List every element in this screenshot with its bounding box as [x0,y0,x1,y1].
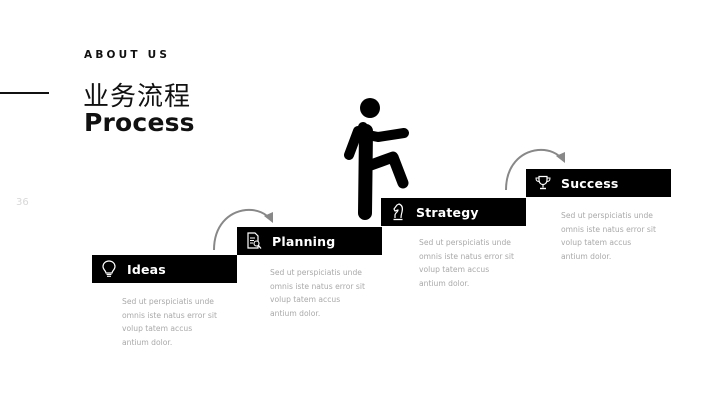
step-planning: Planning [237,227,382,255]
description-line: omnis iste natus error sit [270,281,365,291]
trophy-icon [535,174,551,192]
chess-knight-icon [390,203,406,221]
description-line: omnis iste natus error sit [419,251,514,261]
description-line: antium dolor. [419,278,470,288]
description-line: volup tatem accus [122,324,193,333]
step-success: Success [526,169,671,197]
description-line: antium dolor. [270,308,321,318]
section-eyebrow: ABOUT US [84,49,171,61]
lightbulb-icon [101,260,117,278]
decorative-rule [0,92,49,94]
page-title-chinese: 业务流程 [83,82,192,112]
description-line: Sed ut perspiciatis unde [561,211,653,220]
page-title-english: Process [84,108,195,137]
step-description: Sed ut perspiciatis unde omnis iste natu… [122,295,237,349]
description-line: antium dolor. [122,337,173,347]
description-line: Sed ut perspiciatis unde [122,297,214,306]
description-line: Sed ut perspiciatis unde [419,238,511,247]
step-description: Sed ut perspiciatis unde omnis iste natu… [270,266,385,320]
description-line: volup tatem accus [270,295,341,304]
curved-arrow-icon [213,208,273,251]
page-number: 36 [16,197,29,208]
person-climbing-icon [344,98,409,220]
step-label: Strategy [416,204,479,220]
curved-arrow-icon [505,148,565,191]
step-description: Sed ut perspiciatis unde omnis iste natu… [561,209,676,263]
description-line: omnis iste natus error sit [122,310,217,320]
step-strategy: Strategy [381,198,526,226]
step-ideas: Ideas [92,255,237,283]
step-label: Ideas [127,261,166,277]
step-label: Success [561,175,619,191]
step-description: Sed ut perspiciatis unde omnis iste natu… [419,236,534,290]
description-line: volup tatem accus [561,238,632,247]
description-line: volup tatem accus [419,265,490,274]
document-search-icon [246,232,262,250]
description-line: omnis iste natus error sit [561,224,656,234]
description-line: antium dolor. [561,251,612,261]
step-label: Planning [272,233,336,249]
description-line: Sed ut perspiciatis unde [270,268,362,277]
